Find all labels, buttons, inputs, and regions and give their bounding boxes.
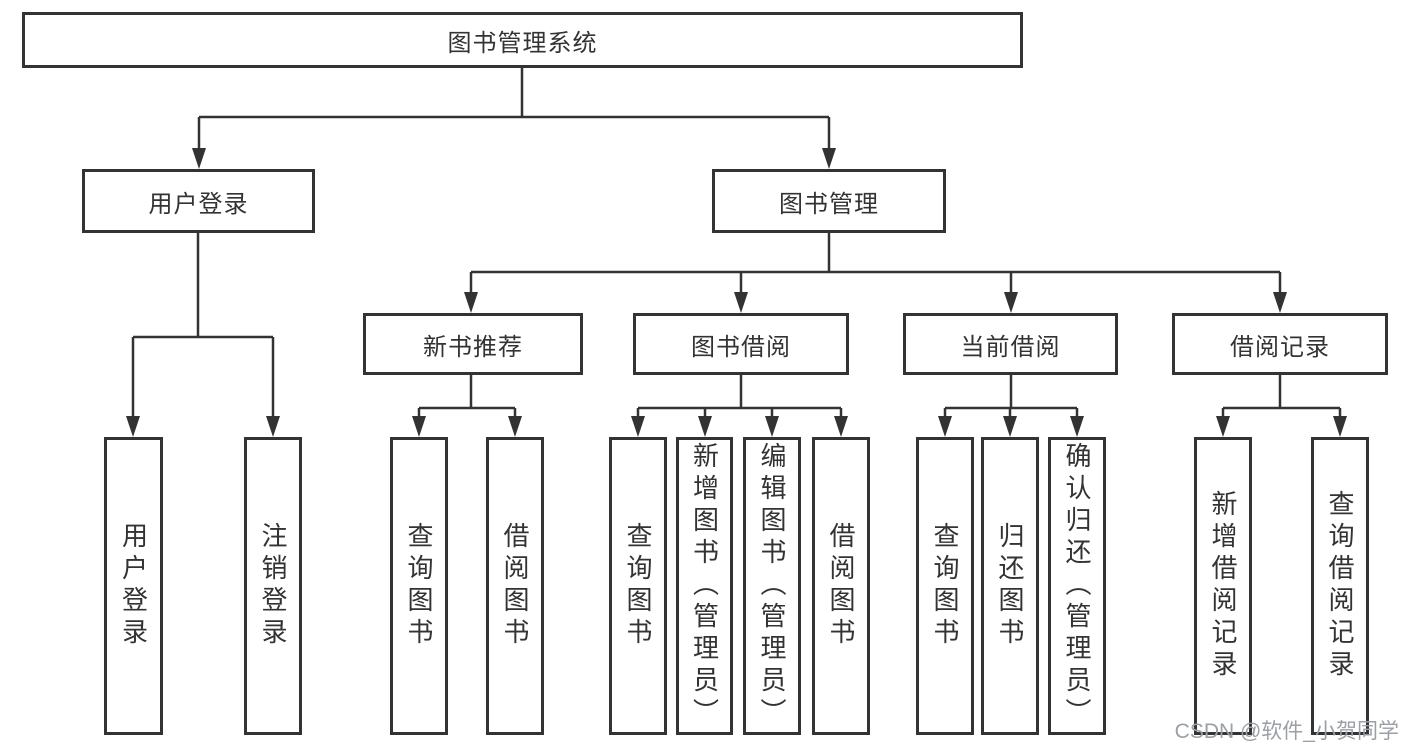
leaf-query-borrow-record: 查询借阅记录 — [1311, 437, 1369, 735]
leaf-query-borrow-record-label: 查询借阅记录 — [1325, 490, 1355, 682]
leaf-user-login-label: 用户登录 — [118, 522, 149, 650]
node-borrow-records-label: 借阅记录 — [1230, 333, 1330, 361]
leaf-confirm-return-admin-label: 确认归还（管理员） — [1062, 442, 1092, 730]
leaf-borrow-books-label: 借阅图书 — [826, 522, 856, 650]
leaf-query-books-recommend-label: 查询图书 — [404, 522, 434, 650]
leaf-logout-label: 注销登录 — [258, 522, 288, 650]
node-book-management: 图书管理 — [712, 169, 946, 233]
node-borrow-records: 借阅记录 — [1172, 313, 1388, 375]
leaf-borrow-books: 借阅图书 — [812, 437, 870, 735]
leaf-add-borrow-record-label: 新增借阅记录 — [1208, 490, 1238, 682]
leaf-confirm-return-admin: 确认归还（管理员） — [1048, 437, 1106, 735]
leaf-borrow-books-recommend-label: 借阅图书 — [500, 522, 530, 650]
node-root-label: 图书管理系统 — [447, 29, 598, 57]
leaf-return-books-label: 归还图书 — [995, 522, 1025, 650]
leaf-add-books-admin-label: 新增图书（管理员） — [689, 442, 720, 730]
leaf-query-books-recommend: 查询图书 — [390, 437, 448, 735]
leaf-user-login: 用户登录 — [104, 437, 163, 735]
leaf-logout: 注销登录 — [244, 437, 302, 735]
leaf-query-books-current-label: 查询图书 — [930, 522, 960, 650]
node-current-borrow: 当前借阅 — [903, 313, 1118, 375]
leaf-query-books-borrow: 查询图书 — [609, 437, 667, 735]
node-new-book-recommend-label: 新书推荐 — [423, 333, 523, 361]
node-user-login-label: 用户登录 — [148, 190, 249, 218]
leaf-query-books-borrow-label: 查询图书 — [623, 522, 653, 650]
node-root: 图书管理系统 — [22, 12, 1023, 68]
node-book-management-label: 图书管理 — [779, 190, 879, 218]
node-current-borrow-label: 当前借阅 — [960, 333, 1061, 361]
leaf-borrow-books-recommend: 借阅图书 — [486, 437, 544, 735]
node-new-book-recommend: 新书推荐 — [363, 313, 583, 375]
node-book-borrow-label: 图书借阅 — [691, 333, 791, 361]
leaf-query-books-current: 查询图书 — [916, 437, 974, 735]
leaf-add-books-admin: 新增图书（管理员） — [676, 437, 733, 735]
leaf-add-borrow-record: 新增借阅记录 — [1194, 437, 1252, 735]
node-book-borrow: 图书借阅 — [633, 313, 849, 375]
leaf-return-books: 归还图书 — [981, 437, 1039, 735]
leaf-edit-books-admin: 编辑图书（管理员） — [743, 437, 801, 735]
node-user-login: 用户登录 — [82, 169, 315, 233]
csdn-watermark: CSDN @软件_小贺同学 — [1174, 720, 1399, 743]
leaf-edit-books-admin-label: 编辑图书（管理员） — [757, 442, 787, 730]
